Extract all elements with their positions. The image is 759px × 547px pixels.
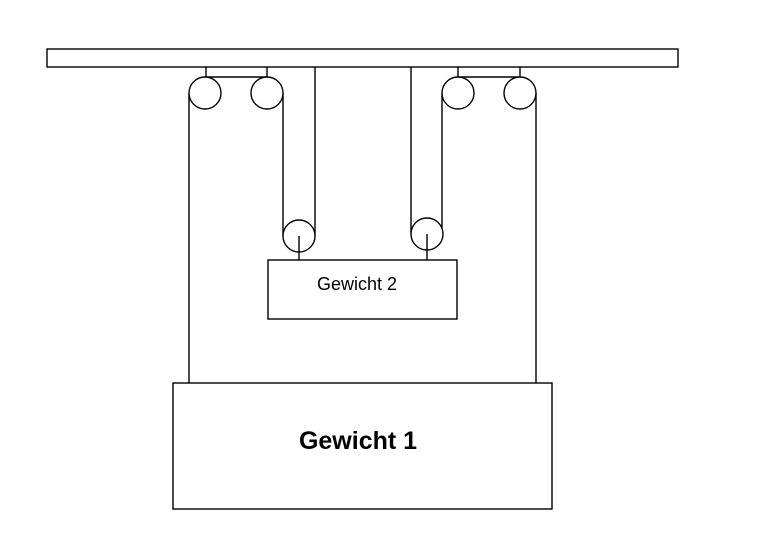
ceiling-beam: [46, 48, 679, 68]
weight-1-box: [172, 382, 553, 510]
pulley-top-right-outer: [503, 76, 537, 110]
pulley-top-left-inner: [250, 76, 284, 110]
pulley-top-right-inner: [441, 76, 475, 110]
weight-1-label: Gewicht 1: [299, 427, 417, 455]
weight-2-label: Gewicht 2: [317, 274, 397, 294]
pulley-top-left-outer: [188, 76, 222, 110]
weight-2-box: [267, 259, 458, 320]
